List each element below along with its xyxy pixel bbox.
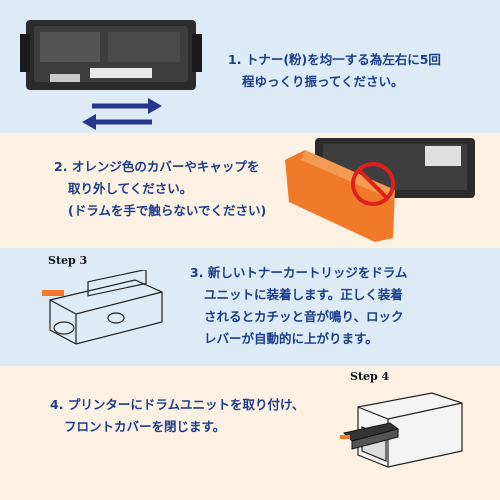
step3-label: Step 3 — [48, 254, 88, 267]
drum-unit-image — [42, 270, 163, 345]
step1-instruction: 1. トナー(粉)を均一する為左右に5回 程ゆっくり振ってください。 — [228, 52, 441, 89]
step3-instruction: 3. 新しいトナーカートリッジをドラム ユニットに装着します。正しく装着 される… — [190, 265, 408, 346]
shake-arrows-icon — [82, 98, 162, 130]
toner-cartridge-image — [20, 20, 202, 130]
printer-image — [340, 392, 463, 468]
step2-instruction: 2. オレンジ色のカバーやキャップを 取り外してください。 (ドラムを手で触らな… — [54, 159, 267, 218]
lock-lever-icon — [42, 290, 64, 296]
prohibition-icon — [351, 162, 395, 206]
step4-instruction: 4. プリンターにドラムユニットを取り付け、 フロントカバーを閉じます。 — [50, 397, 305, 434]
orange-cover-image — [285, 138, 475, 242]
step4-label: Step 4 — [350, 370, 390, 383]
step3-band — [0, 248, 500, 366]
